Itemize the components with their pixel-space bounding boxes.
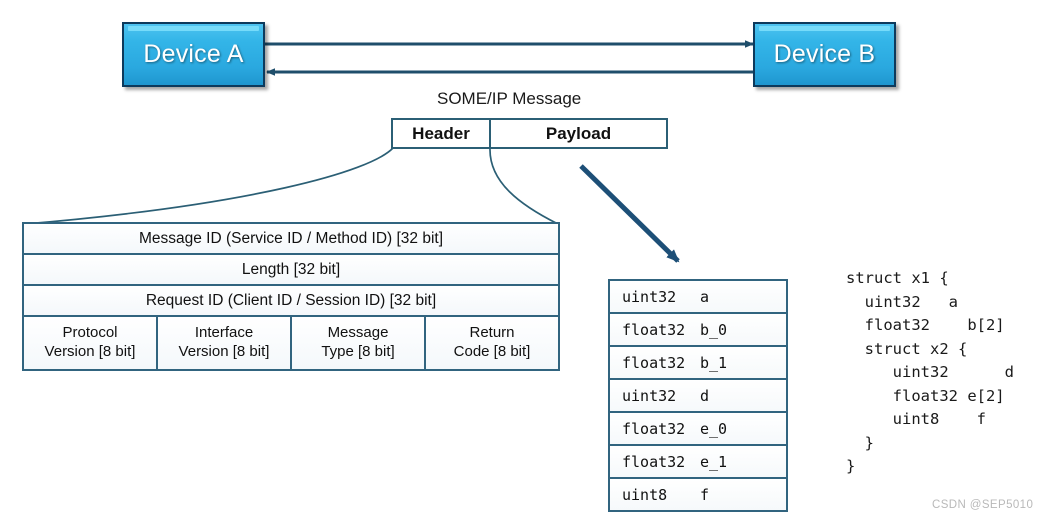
protocol-version-line1: Protocol <box>62 324 118 342</box>
header-row-length: Length [32 bit] <box>24 255 558 286</box>
payload-field-name: e_0 <box>700 419 728 438</box>
payload-field-row: float32 b_0 <box>610 314 786 347</box>
payload-field-row: float32 e_1 <box>610 446 786 479</box>
someip-message-caption: SOME/IP Message <box>437 89 582 108</box>
device-b-label: Device B <box>773 40 876 68</box>
device-b-highlight <box>759 26 890 31</box>
leader-header-left <box>24 147 394 225</box>
device-a-label: Device A <box>143 40 244 68</box>
someip-header-table: Message ID (Service ID / Method ID) [32 … <box>22 222 560 371</box>
message-bar-header-label: Header <box>412 123 470 143</box>
someip-message-bar: Header Payload <box>391 118 668 149</box>
payload-field-name: e_1 <box>700 452 728 471</box>
header-cell-return-code: Return Code [8 bit] <box>426 317 558 369</box>
message-type-line2: Type [8 bit] <box>321 343 395 360</box>
payload-field-type: uint32 <box>622 287 677 306</box>
header-row-message-id: Message ID (Service ID / Method ID) [32 … <box>24 224 558 255</box>
device-a-box[interactable]: Device A <box>122 22 265 87</box>
payload-field-type: float32 <box>622 353 686 372</box>
payload-field-row: uint32 a <box>610 281 786 314</box>
header-cell-message-type: Message Type [8 bit] <box>292 317 426 369</box>
return-code-line2: Code [8 bit] <box>453 343 531 360</box>
payload-field-name: f <box>700 485 710 504</box>
payload-field-row: float32 b_1 <box>610 347 786 380</box>
arrow-payload-to-fields <box>579 164 680 263</box>
protocol-version-line2: Version [8 bit] <box>44 343 136 360</box>
device-a-highlight <box>128 26 259 31</box>
message-bar-payload-label: Payload <box>545 123 612 143</box>
payload-field-row: float32 e_0 <box>610 413 786 446</box>
header-cell-length: Length [32 bit] <box>241 260 341 278</box>
device-b-box[interactable]: Device B <box>753 22 896 87</box>
payload-field-type: float32 <box>622 320 686 339</box>
return-code-line1: Return <box>469 324 515 342</box>
csdn-watermark: CSDN @SEP5010 <box>932 499 1034 511</box>
header-cell-request-id: Request ID (Client ID / Session ID) [32 … <box>145 291 437 309</box>
header-cell-message-id: Message ID (Service ID / Method ID) [32 … <box>138 229 444 247</box>
payload-field-table: uint32 a float32 b_0 float32 b_1 uint32 … <box>608 279 788 512</box>
payload-field-name: d <box>700 386 710 405</box>
message-bar-header-cell[interactable]: Header <box>393 120 491 147</box>
payload-field-row: uint32 d <box>610 380 786 413</box>
payload-field-type: uint8 <box>622 485 668 504</box>
message-type-line1: Message <box>327 324 389 342</box>
interface-version-line2: Version [8 bit] <box>178 343 270 360</box>
leader-header-right <box>489 147 559 225</box>
header-cell-interface-version: Interface Version [8 bit] <box>158 317 292 369</box>
struct-definition-code: struct x1 { uint32 a float32 b[2] struct… <box>846 269 1014 476</box>
payload-field-type: float32 <box>622 419 686 438</box>
header-row-byte-fields: Protocol Version [8 bit] Interface Versi… <box>24 317 558 369</box>
payload-field-type: uint32 <box>622 386 677 405</box>
header-row-request-id: Request ID (Client ID / Session ID) [32 … <box>24 286 558 317</box>
interface-version-line1: Interface <box>194 324 254 342</box>
payload-field-type: float32 <box>622 452 686 471</box>
payload-field-name: a <box>700 287 710 306</box>
payload-field-row: uint8 f <box>610 479 786 510</box>
message-bar-payload-cell[interactable]: Payload <box>491 120 666 147</box>
header-cell-protocol-version: Protocol Version [8 bit] <box>24 317 158 369</box>
payload-field-name: b_0 <box>700 320 728 339</box>
payload-field-name: b_1 <box>700 353 728 372</box>
